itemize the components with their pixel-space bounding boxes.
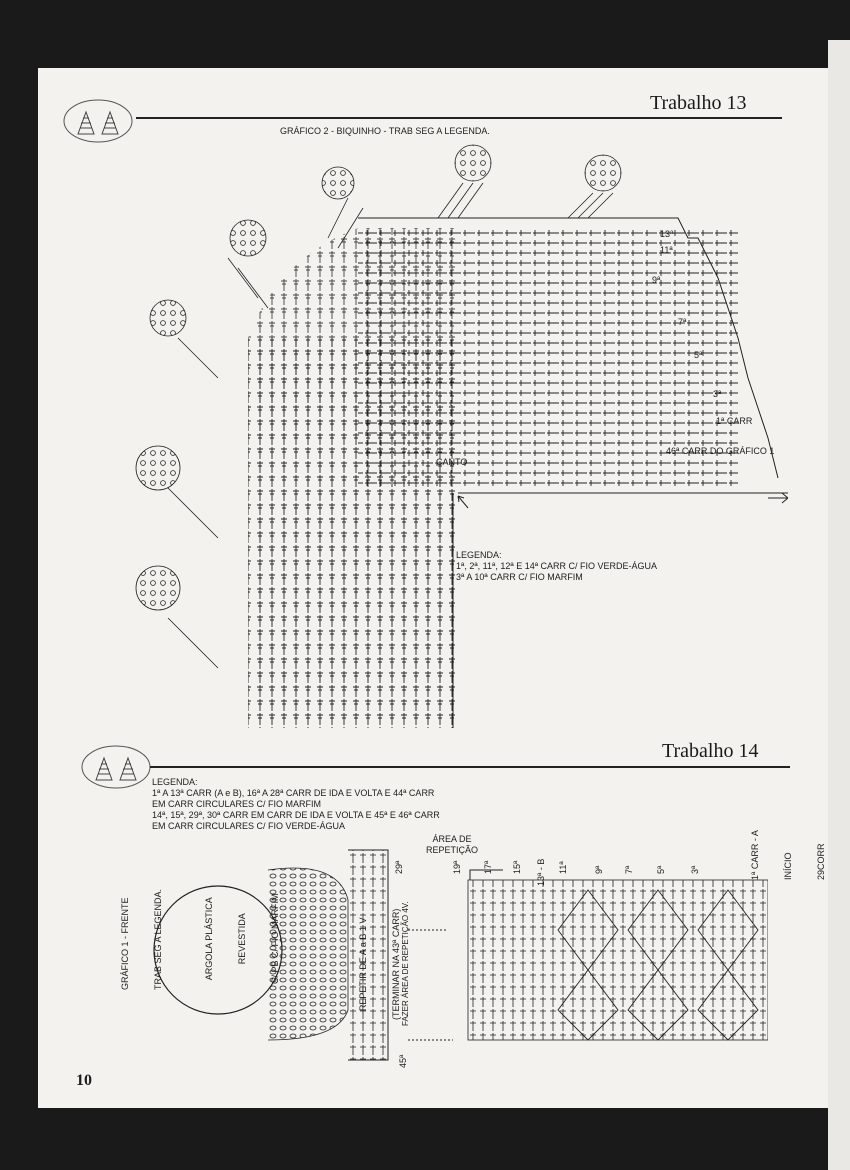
legend-line-14-4: EM CARR CIRCULARES C/ FIO VERDE-ÁGUA: [152, 821, 346, 831]
repeat-area-label-1: ÁREA DE: [432, 834, 472, 844]
repeat-area-note: FAZER ÁREA DE REPETIÇÃO 4V.: [401, 901, 410, 1026]
legend-14: LEGENDA: 1ª A 13ª CARR (A e B), 16ª A 28…: [152, 777, 440, 832]
legend-title-13: LEGENDA:: [456, 550, 502, 560]
repeat-note-line-1: REPETIR DE A a B 1 V: [358, 917, 368, 1012]
page-number: 10: [76, 1072, 92, 1089]
repeat-area-label-2: REPETIÇÃO: [426, 845, 479, 855]
legend-line-14-2: EM CARR CIRCULARES C/ FIO MARFIM: [152, 799, 322, 809]
legend-line-14-3: 14ª, 15ª, 29ª, 30ª CARR EM CARR DE IDA E…: [152, 810, 440, 820]
first-row-label: 1ª CARR: [716, 416, 753, 426]
crochet-chart-14: [153, 849, 768, 1061]
title-rule-13: [136, 117, 782, 119]
row-label-29: 29ª: [394, 860, 404, 874]
row-label-17: 17ª: [483, 860, 493, 874]
section-title-13: Trabalho 13: [650, 92, 747, 114]
section-title-14: Trabalho 14: [662, 740, 759, 762]
ring-label-line-3: C/ PB C/ FIO MARFIM: [270, 893, 280, 984]
row-label-45: 45ª: [398, 1054, 408, 1068]
base-row-label: 46ª CARR DO GRÁFICO 1: [666, 446, 775, 456]
row-label-13b: 13ª - B: [536, 858, 546, 886]
start-label-1: 1ª CARR - A: [750, 830, 760, 880]
row-label-5: 5ª: [694, 350, 703, 360]
row-label-13: 13ª: [660, 229, 674, 239]
row-label-3b: 3ª: [690, 865, 700, 874]
row-label-15: 15ª: [512, 860, 522, 874]
ring-label: ARGOLA PLÁSTICA REVESTIDA C/ PB C/ FIO M…: [182, 893, 303, 984]
row-label-11b: 11ª: [558, 861, 568, 874]
chart-caption-13: GRÁFICO 2 - BIQUINHO - TRAB SEG A LEGEND…: [280, 126, 490, 136]
facing-page-edge: [828, 40, 850, 1170]
row-label-9b: 9ª: [594, 865, 604, 874]
ring-label-line-2: REVESTIDA: [237, 913, 247, 965]
corner-label: CANTO: [436, 457, 468, 467]
header-ornament-13: [62, 98, 134, 144]
row-label-3: 3ª: [713, 389, 722, 399]
row-label-7: 7ª: [678, 317, 687, 327]
legend-13: LEGENDA: 1ª, 2ª, 11ª, 12ª E 14ª CARR C/ …: [456, 550, 657, 583]
row-label-5b: 5ª: [656, 865, 666, 874]
legend-line-14-1: 1ª A 13ª CARR (A e B), 16ª A 28ª CARR DE…: [152, 788, 435, 798]
legend-line-13-1: 1ª, 2ª, 11ª, 12ª E 14ª CARR C/ FIO VERDE…: [456, 561, 658, 571]
title-rule-14: [150, 766, 790, 768]
repeat-area-label: ÁREA DE REPETIÇÃO: [426, 834, 478, 856]
chart-title-line-2: TRAB SEG A LEGENDA.: [153, 888, 163, 990]
chart-title-14: GRÁFICO 1 - FRENTE TRAB SEG A LEGENDA.: [98, 889, 186, 990]
header-ornament-14: [80, 744, 152, 790]
ring-label-line-1: ARGOLA PLÁSTICA: [204, 897, 214, 981]
start-label-3: 29CORR: [816, 843, 826, 880]
legend-title-14: LEGENDA:: [152, 777, 198, 787]
magazine-page: Trabalho 13 GRÁFICO 2 - BIQUINHO - TRAB …: [38, 68, 828, 1108]
row-label-19: 19ª: [452, 860, 462, 874]
row-label-7b: 7ª: [624, 865, 634, 874]
row-label-11: 11ª: [660, 245, 673, 255]
row-label-9: 9ª: [652, 275, 661, 285]
crochet-chart-13: [135, 144, 788, 728]
start-label-2: INÍCIO: [783, 852, 793, 880]
legend-line-13-2: 3ª A 10ª CARR C/ FIO MARFIM: [456, 572, 583, 582]
chart-title-line-1: GRÁFICO 1 - FRENTE: [120, 897, 130, 990]
